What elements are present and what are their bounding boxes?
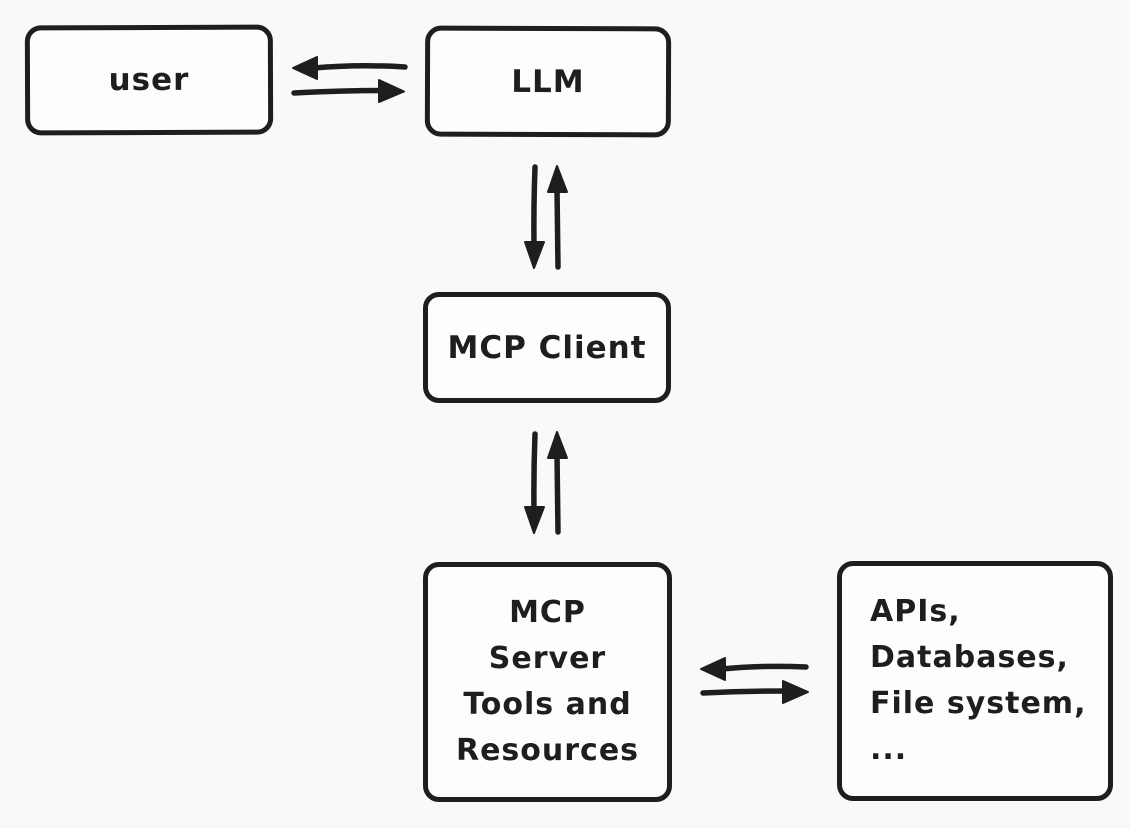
node-llm: LLM xyxy=(424,25,672,138)
text-line: Resources xyxy=(455,733,640,768)
text-line: File system, xyxy=(870,686,1087,721)
arrow-bidirectional-server-external-icon xyxy=(700,657,809,704)
text-line: MCP xyxy=(509,595,586,630)
node-external-resources: APIs, Databases, File system, ... xyxy=(837,561,1113,801)
node-mcp-server-label: MCP Server Tools and Resources xyxy=(456,590,639,774)
arrow-bidirectional-llm-client-icon xyxy=(524,164,568,270)
node-llm-label: LLM xyxy=(511,63,585,100)
arrow-bidirectional-user-llm-icon xyxy=(291,56,408,103)
node-user: user xyxy=(24,24,274,136)
text-line: APIs, xyxy=(870,594,961,629)
text-line: Tools and xyxy=(463,687,632,722)
node-mcp-client-label: MCP Client xyxy=(447,329,647,366)
node-user-label: user xyxy=(108,61,190,99)
node-external-resources-label: APIs, Databases, File system, ... xyxy=(842,589,1086,773)
node-mcp-client: MCP Client xyxy=(423,292,671,403)
text-line: Databases, xyxy=(870,640,1069,675)
text-line: Server xyxy=(488,641,607,676)
text-line: ... xyxy=(870,732,908,767)
arrow-bidirectional-client-server-icon xyxy=(524,431,568,535)
node-mcp-server: MCP Server Tools and Resources xyxy=(423,562,672,802)
